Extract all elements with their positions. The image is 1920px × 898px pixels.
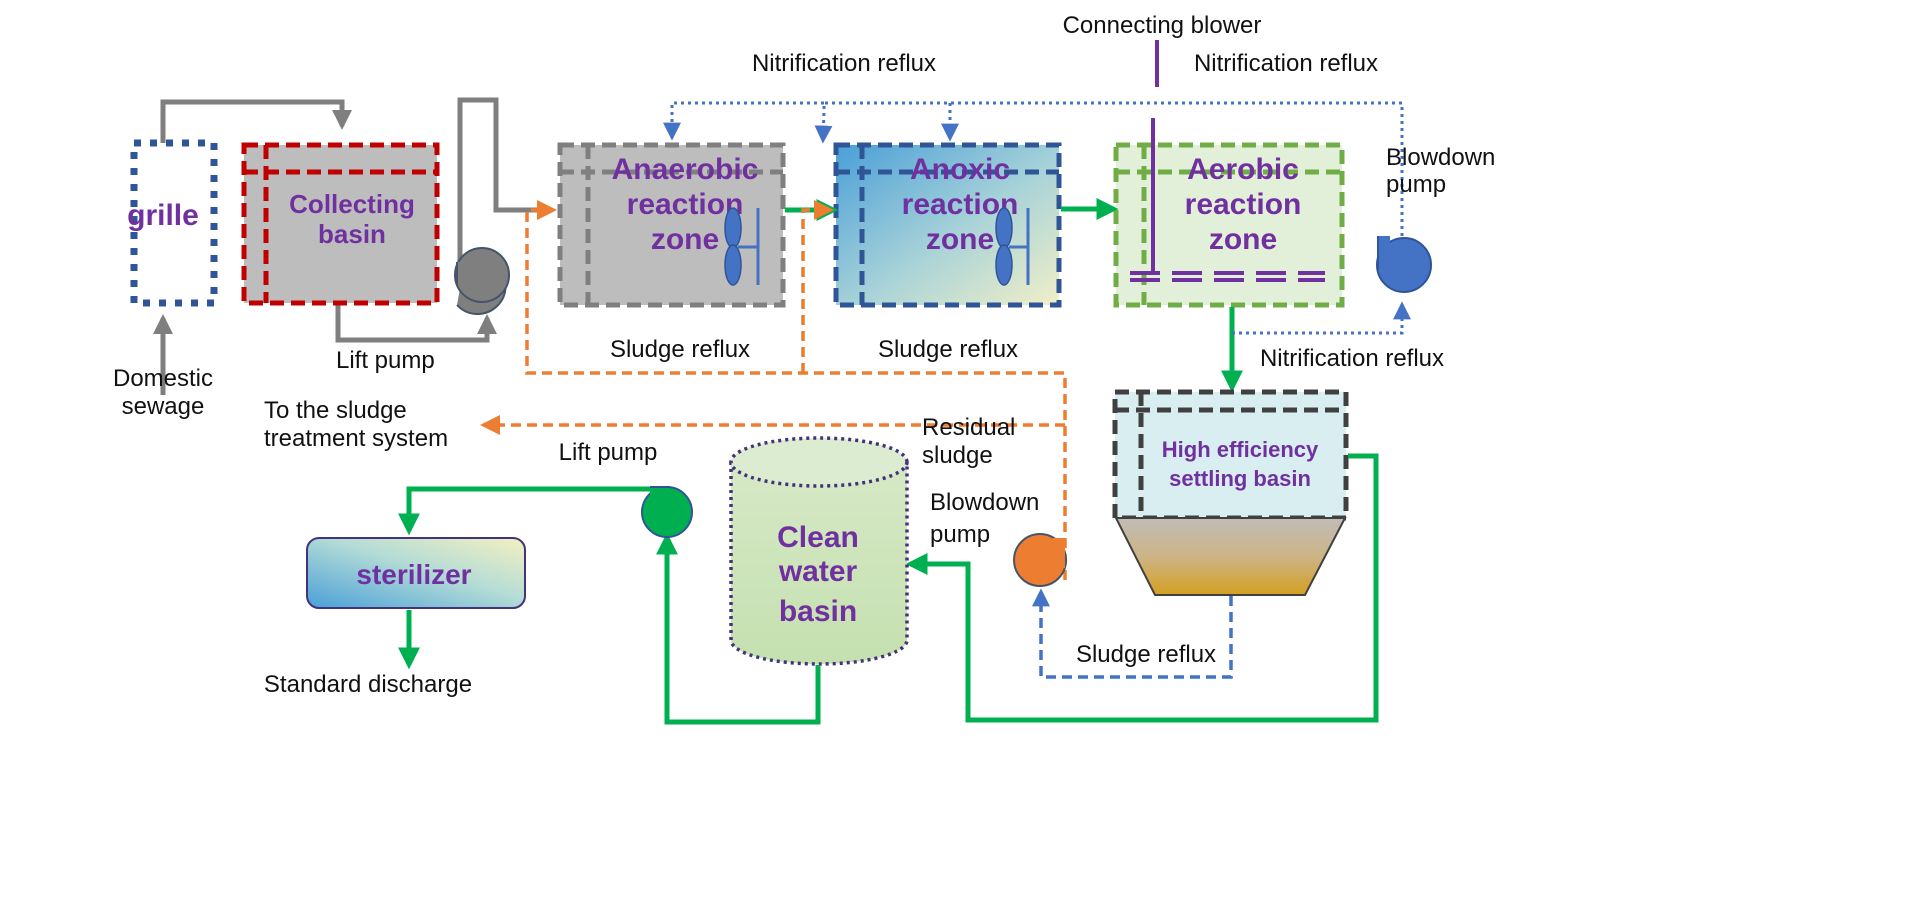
clean-water-basin-body bbox=[729, 462, 909, 666]
collecting-basin-label-line1: Collecting bbox=[289, 189, 415, 219]
anaerobic-zone-label-line3: zone bbox=[651, 223, 719, 256]
clean-water-to-lift-pump-flow bbox=[656, 532, 821, 725]
aerobic-zone-label-line2: reaction bbox=[1185, 188, 1302, 221]
anoxic-zone-label-line1: Anoxic bbox=[910, 153, 1010, 186]
blowdown-pump-2-label-line1: Blowdown bbox=[930, 489, 1039, 516]
grille-box bbox=[130, 139, 218, 307]
collecting-basin-unit[interactable]: Collecting basin bbox=[241, 142, 440, 306]
residual-sludge-label-line2: sludge bbox=[922, 442, 993, 469]
lift-pump-2-icon bbox=[641, 486, 693, 538]
blowdown-pump-1-label-line2: pump bbox=[1386, 171, 1446, 198]
domestic-sewage-label-line1: Domestic bbox=[113, 365, 213, 392]
lift-pump-2-label: Lift pump bbox=[559, 439, 658, 466]
sludge-reflux-label-3: Sludge reflux bbox=[1076, 641, 1216, 668]
grille-to-collecting-pipe bbox=[160, 99, 352, 143]
anaerobic-zone-unit[interactable]: Anaerobic reaction zone bbox=[557, 142, 786, 308]
sludge-reflux-lines bbox=[480, 200, 1067, 580]
connecting-blower-label: Connecting blower bbox=[1063, 12, 1262, 39]
domestic-sewage-label-line2: sewage bbox=[122, 393, 205, 420]
anaerobic-zone-label-line1: Anaerobic bbox=[612, 153, 759, 186]
settling-basin-label-line2: settling basin bbox=[1169, 466, 1311, 491]
to-sludge-treatment-label-line1: To the sludge bbox=[264, 397, 407, 424]
aerator-icon bbox=[1130, 118, 1325, 282]
nitrification-reflux-label-1: Nitrification reflux bbox=[752, 50, 936, 77]
lift-pump-riser-pipe bbox=[457, 97, 545, 265]
anaerobic-zone-label-line2: reaction bbox=[627, 188, 744, 221]
residual-sludge-label-line1: Residual bbox=[922, 414, 1015, 441]
nitrification-reflux-label-2: Nitrification reflux bbox=[1194, 50, 1378, 77]
blowdown-pump-1-label-line1: Blowdown bbox=[1386, 144, 1495, 171]
lift-pump-to-sterilizer-flow bbox=[398, 486, 650, 536]
sterilizer-unit[interactable]: sterilizer bbox=[306, 537, 526, 609]
sludge-reflux-label-1: Sludge reflux bbox=[610, 336, 750, 363]
sterilizer-label: sterilizer bbox=[356, 559, 471, 590]
clean-water-basin-unit[interactable]: Clean water basin bbox=[729, 436, 909, 666]
to-sludge-treatment-label-line2: treatment system bbox=[264, 425, 448, 452]
clean-water-basin-label-line2: water bbox=[778, 555, 858, 588]
nitrification-reflux-label-3: Nitrification reflux bbox=[1260, 345, 1444, 372]
settling-basin-box bbox=[1112, 389, 1349, 521]
blowdown-pump-2-icon bbox=[1013, 533, 1067, 587]
sludge-reflux-label-2: Sludge reflux bbox=[878, 336, 1018, 363]
anoxic-zone-unit[interactable]: Anoxic reaction zone bbox=[833, 142, 1062, 308]
blowdown-pump-1-icon bbox=[1376, 236, 1432, 293]
influent-pipes bbox=[153, 97, 545, 395]
standard-discharge-label: Standard discharge bbox=[264, 671, 472, 698]
grille-label: grille bbox=[127, 199, 199, 232]
anaerobic-zone-box bbox=[557, 142, 786, 308]
settling-basin-unit[interactable]: High efficiency settling basin bbox=[1112, 389, 1349, 596]
mixer-icon bbox=[995, 207, 1030, 286]
aerobic-zone-label-line3: zone bbox=[1209, 223, 1277, 256]
clean-water-basin-label-line3: basin bbox=[779, 595, 857, 628]
blowdown-pump-2-label-line2: pump bbox=[930, 521, 990, 548]
settling-to-clean-water-flow bbox=[905, 453, 1379, 723]
settling-sludge-reflux-line bbox=[1032, 588, 1233, 679]
collecting-basin-label-line2: basin bbox=[318, 219, 386, 249]
lift-pump-1-label: Lift pump bbox=[336, 347, 435, 374]
aerobic-zone-label-line1: Aerobic bbox=[1187, 153, 1299, 186]
aerobic-zone-unit[interactable]: Aerobic reaction zone bbox=[1113, 118, 1345, 308]
settling-basin-label-line1: High efficiency bbox=[1162, 437, 1319, 462]
collecting-to-lift-pump-pipe bbox=[335, 304, 497, 343]
mixer-icon bbox=[724, 207, 760, 286]
anoxic-zone-label-line3: zone bbox=[926, 223, 994, 256]
nitrification-reflux-lines bbox=[663, 101, 1411, 335]
clean-water-basin-label-line1: Clean bbox=[777, 521, 859, 554]
grille-unit[interactable]: grille bbox=[127, 139, 218, 307]
clean-water-basin-top bbox=[729, 436, 909, 488]
settling-hopper bbox=[1114, 517, 1347, 596]
lift-pump-1-icon bbox=[454, 247, 510, 315]
sterilizer-box bbox=[306, 537, 526, 609]
